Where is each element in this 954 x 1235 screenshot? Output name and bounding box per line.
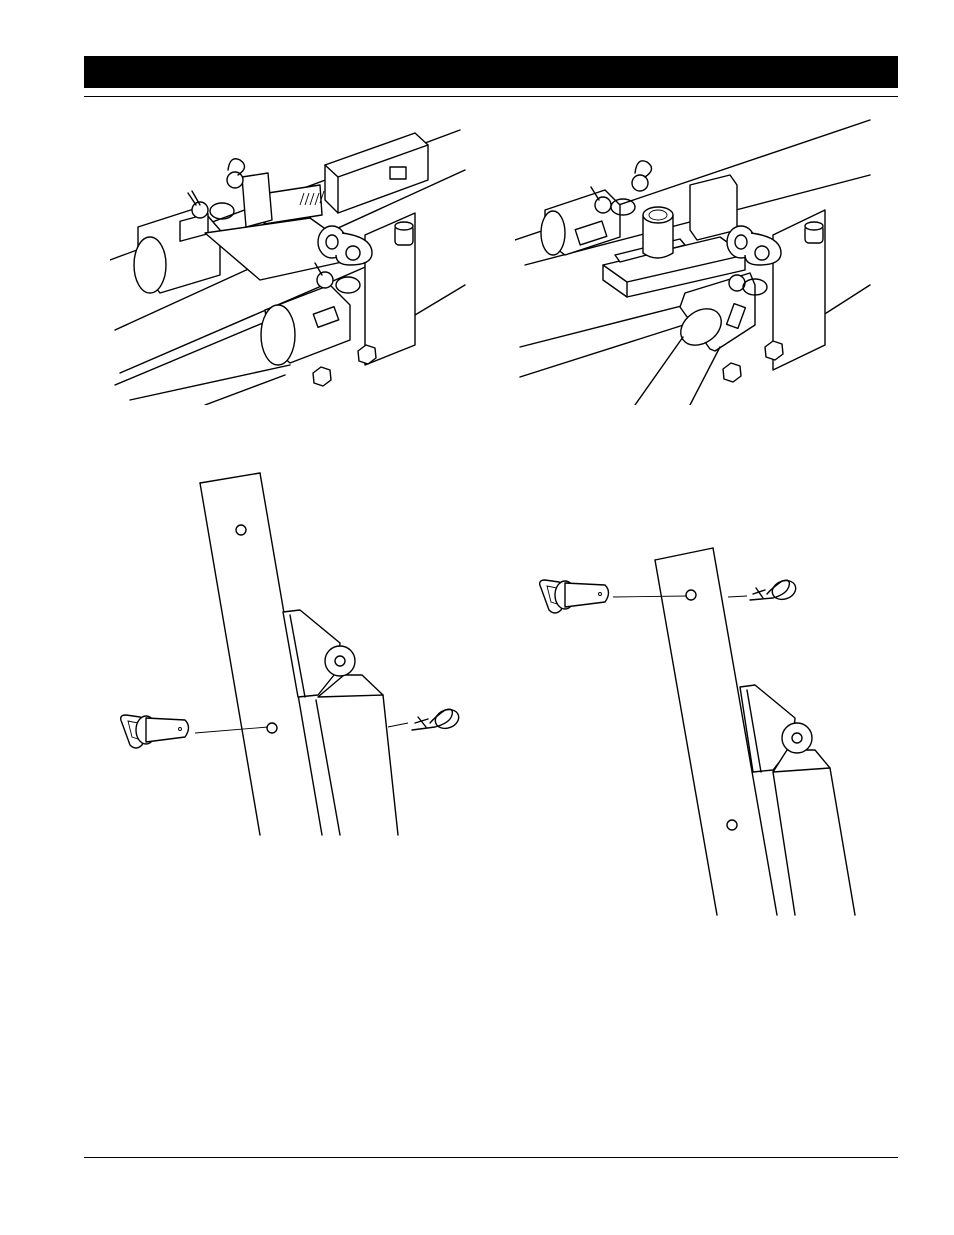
rear-square-block [325,133,428,213]
detent-pin-icon [121,715,189,748]
figure-boom-stowed [110,115,470,405]
hair-pin-clip-icon [412,706,461,731]
leader-line-clip [388,723,408,727]
right-rail-line [820,285,870,317]
figure-boom-deployed [515,115,880,405]
upright-square-block [690,175,737,240]
detent-pin-icon [540,580,609,613]
rear-upright-bracket [365,213,415,365]
hair-pin-clip-icon [750,577,798,602]
figure-mast-pin-upper [525,540,875,920]
pin-hole [686,590,696,600]
hair-pin-clip-top [632,161,652,191]
header-rule [84,96,898,97]
hair-pin-clip-top [227,159,245,188]
pin-hole [267,723,277,733]
figure-mast-pin-lower [100,465,480,845]
leader-line-pin [613,596,687,597]
front-receiver-block [261,285,350,365]
hair-pin-clip-left [188,191,234,219]
header-bar [84,56,898,88]
lower-tube-top [115,320,270,385]
leader-line-pin [195,727,268,733]
vertical-swivel-pin [643,207,673,258]
footer-rule [84,1157,898,1158]
left-tube-line [520,300,705,347]
left-receiver-block [134,207,220,293]
leader-line-clip [728,596,747,597]
right-rail-line [415,285,465,315]
boom-arm [773,723,855,915]
angled-boom-tube [635,273,755,405]
lower-tube-edge [205,375,285,405]
